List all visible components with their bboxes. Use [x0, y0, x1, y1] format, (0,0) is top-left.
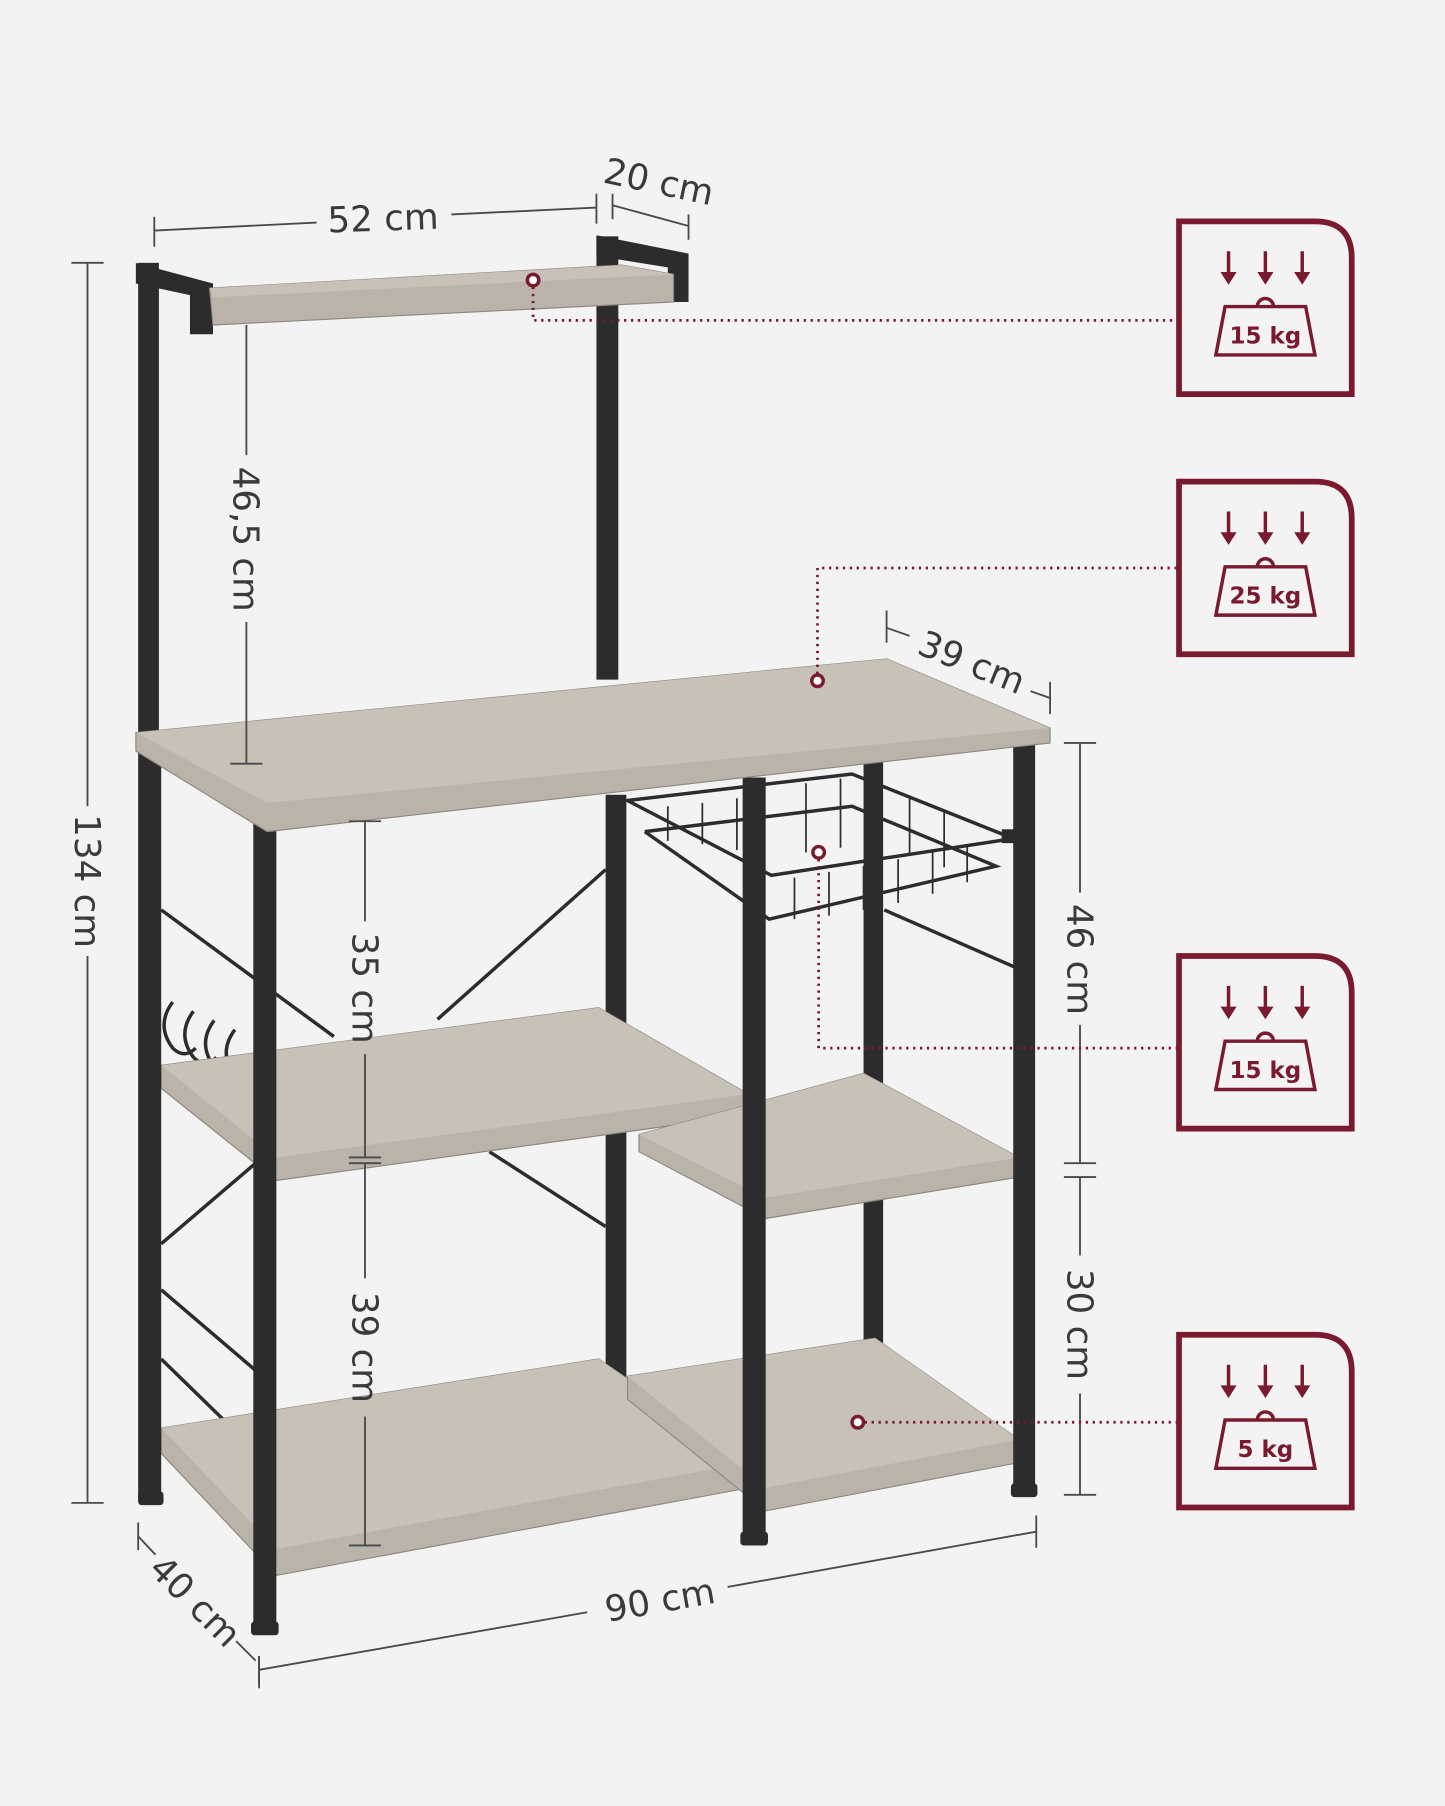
middle-left-gap-label: 35 cm [343, 933, 384, 1044]
top-right-bracket [596, 235, 689, 302]
load-badge-worktop: 25 kg [1176, 478, 1355, 658]
bottom-right-shelf-surface [627, 1338, 1019, 1488]
bottom-left-gap-label: 39 cm [343, 1292, 384, 1403]
load-point-dot [850, 1414, 866, 1430]
load-leader-lines [525, 272, 1177, 1430]
overall-width-label: 90 cm [602, 1571, 719, 1631]
back-left-leg [140, 748, 162, 1498]
worktop-surface [135, 658, 1051, 803]
top-clearance-label: 46,5 cm [225, 467, 266, 612]
load-badge-label: 25 kg [1229, 584, 1301, 610]
foot [251, 1621, 279, 1636]
weight-load-icon [1213, 985, 1317, 1092]
weight-load-icon [1213, 1364, 1317, 1471]
top-shelf-depth-label: 20 cm [600, 151, 717, 214]
cross-brace-rods [159, 868, 1017, 1453]
load-point-dot [811, 844, 827, 860]
s-hooks [162, 1000, 260, 1084]
load-badge-top-shelf: 15 kg [1176, 218, 1355, 397]
front-left-leg [253, 806, 277, 1624]
top-shelf-width-label: 52 cm [327, 197, 440, 242]
top-left-bracket [135, 262, 214, 335]
middle-right-shelf-surface [639, 1073, 1019, 1198]
load-badge-label: 15 kg [1229, 1058, 1301, 1084]
bottom-left-shelf-surface [161, 1358, 749, 1549]
load-badge-label: 15 kg [1229, 323, 1301, 349]
foot [740, 1531, 768, 1546]
load-point-dot [525, 272, 541, 288]
right-upper-gap-label: 46 cm [1058, 904, 1099, 1015]
overall-depth-label: 40 cm [141, 1548, 249, 1656]
weight-load-icon [1213, 511, 1317, 617]
weight-load-icon [1213, 251, 1317, 357]
total-height-label: 134 cm [66, 814, 107, 948]
baker-rack-illustration [135, 235, 1051, 1636]
load-badge-basket: 15 kg [1176, 953, 1355, 1132]
front-right-leg [1013, 742, 1036, 1486]
wire-basket [621, 772, 1021, 921]
foot [1010, 1483, 1038, 1498]
top-right-post [596, 236, 619, 680]
middle-left-shelf-surface [161, 1007, 749, 1158]
right-lower-gap-label: 30 cm [1058, 1269, 1099, 1380]
load-badge-bottom-shelf: 5 kg [1176, 1331, 1355, 1511]
load-badge-label: 5 kg [1237, 1437, 1293, 1463]
dimension-lines [71, 193, 1097, 1689]
foot [138, 1491, 164, 1506]
front-middle-leg [742, 777, 766, 1538]
back-right-post [863, 760, 884, 1388]
top-shelf-surface [209, 265, 674, 298]
load-point-dot [810, 673, 825, 689]
